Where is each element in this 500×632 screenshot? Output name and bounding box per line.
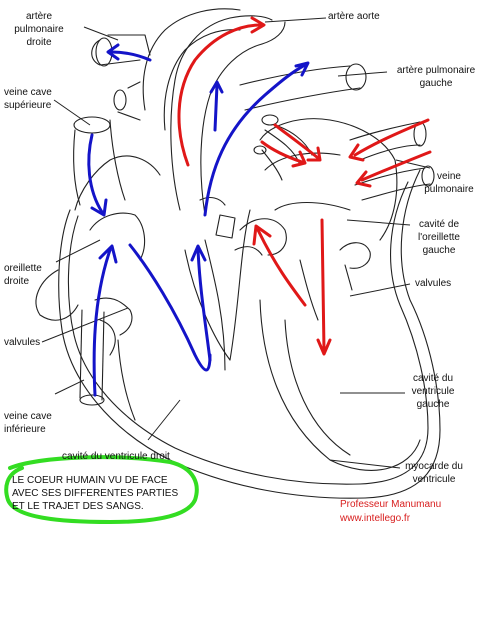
label-line: gauche (416, 399, 450, 410)
label-cavite-ventricule-gauche: cavité du ventricule gauche (402, 372, 464, 411)
label-line: cavité du (412, 373, 454, 384)
red-arrow-pv-3 (353, 118, 430, 157)
diagram-caption: LE COEUR HUMAIN VU DE FACE AVEC SES DIFF… (12, 474, 178, 513)
author-credit: Professeur Manumanu www.intellego.fr (340, 498, 441, 526)
author-site: www.intellego.fr (340, 513, 411, 524)
label-line: oreillette (4, 263, 42, 274)
label-line: veine cave (4, 411, 52, 422)
label-line: artère (25, 11, 53, 22)
blue-arrow-pulmonary-right (110, 50, 152, 62)
label-oreillette-droite: oreillette droite (4, 262, 42, 288)
red-arrow-ventricle-left (320, 218, 326, 352)
label-line: supérieure (4, 100, 52, 111)
label-line: inférieure (4, 424, 46, 435)
label-line: ventricule (412, 474, 456, 485)
label-line: gauche (419, 78, 453, 89)
label-artere-aorte: artère aorte (328, 10, 380, 23)
label-veine-cave-superieure: veine cave supérieure (4, 86, 52, 112)
red-arrow-pv-1 (273, 123, 320, 160)
label-line: artère aorte (328, 11, 380, 22)
red-arrow-aorta (177, 23, 262, 167)
red-blood-arrows (177, 16, 432, 356)
label-line: gauche (422, 245, 456, 256)
author-name: Professeur Manumanu (340, 499, 442, 510)
blue-arrow-trunk-small (213, 83, 219, 132)
label-line: cavité du ventricule droit (62, 451, 170, 462)
blue-arrow-septum (196, 248, 212, 362)
caption-line: AVEC SES DIFFERENTES PARTIES (12, 488, 179, 499)
label-line: l'oreillette (418, 232, 460, 243)
label-myocarde-ventricule: myocarde du ventricule (398, 460, 470, 486)
blue-arrow-ventricle-right (128, 243, 212, 372)
red-arrow-pv-4 (360, 150, 432, 182)
label-line: droite (4, 276, 30, 287)
label-line: ventricule (411, 386, 455, 397)
caption-ring (4, 455, 199, 525)
label-line: myocarde du (405, 461, 463, 472)
label-cavite-ventricule-droit: cavité du ventricule droit (62, 450, 170, 463)
label-line: cavité de (418, 219, 460, 230)
red-arrow-pv-2 (260, 140, 304, 164)
label-valvules-left: valvules (4, 336, 40, 349)
label-line: valvules (415, 278, 452, 289)
label-veine-cave-inferieure: veine cave inférieure (4, 410, 52, 436)
blue-arrow-vena-cava-inf (92, 248, 112, 397)
label-line: droite (26, 37, 52, 48)
label-valvules-right: valvules (415, 277, 451, 290)
label-line: artère pulmonaire (396, 65, 476, 76)
label-line: valvules (4, 337, 41, 348)
caption-line: ET LE TRAJET DES SANGS. (12, 501, 144, 512)
red-arrow-outflow (256, 228, 307, 307)
label-line: pulmonaire (424, 184, 474, 195)
blue-arrow-pulmonary-trunk (203, 63, 307, 217)
label-artere-pulmonaire-gauche: artère pulmonaire gauche (388, 64, 484, 90)
label-line: veine (437, 171, 461, 182)
label-line: pulmonaire (14, 24, 64, 35)
leader-lines (41, 17, 431, 469)
blue-blood-arrows (87, 43, 310, 397)
blue-arrow-vena-cava-sup (87, 133, 104, 214)
label-artere-pulmonaire-droite: artère pulmonaire droite (14, 10, 64, 49)
heart-outline (35, 8, 441, 499)
caption-line: LE COEUR HUMAIN VU DE FACE (12, 475, 168, 486)
label-cavite-oreillette-gauche: cavité de l'oreillette gauche (410, 218, 468, 257)
label-line: veine cave (4, 87, 52, 98)
label-veine-pulmonaire: veine pulmonaire (424, 170, 474, 196)
